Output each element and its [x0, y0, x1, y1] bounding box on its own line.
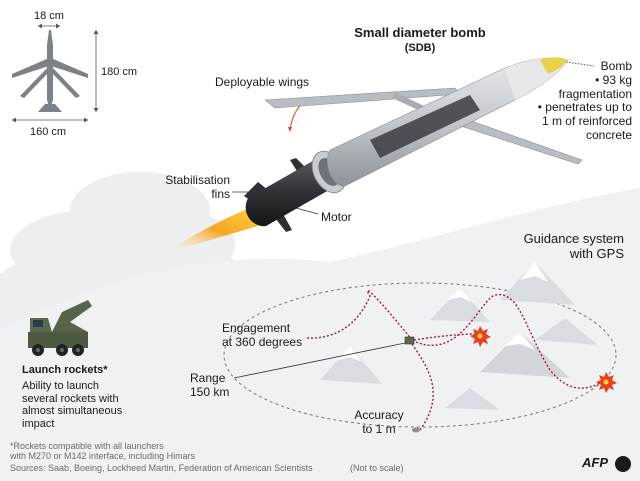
width-label: 160 cm — [30, 126, 67, 138]
bomb-bullet-2: fragmentation — [558, 86, 632, 101]
stabilisation-fins-label: Stabilisation fins — [140, 173, 230, 202]
range-label: Range 150 km — [190, 371, 230, 400]
bomb-illustration — [244, 57, 595, 232]
range-line — [233, 342, 406, 379]
wings-arrow — [289, 105, 301, 131]
engagement-label: Engagement at 360 degrees — [222, 321, 303, 350]
bomb-bullet-1: • 93 kg — [595, 72, 632, 87]
launch-title: Launch rockets* — [22, 364, 108, 376]
sources: Sources: Saab, Boeing, Lockheed Martin, … — [10, 463, 313, 473]
range-ellipse — [223, 282, 617, 428]
bomb-bullet-4: 1 m of reinforced — [541, 114, 632, 129]
footnote-line-2: with M270 or M142 interface, including H… — [10, 451, 196, 462]
deployable-wings-label: Deployable wings — [215, 75, 310, 89]
footnote-line-1: *Rockets compatible with all launchers — [10, 441, 164, 451]
footnote: *Rockets compatible with all launchers w… — [10, 441, 195, 462]
guidance-line-2: with GPS — [569, 245, 624, 261]
range-line-1: Range — [190, 371, 226, 385]
bomb-title: Bomb — [600, 59, 632, 73]
bomb-info: Bomb • 93 kg fragmentation • penetrates … — [500, 59, 632, 143]
subtitle: (SDB) — [404, 42, 436, 54]
exhaust-flame — [160, 208, 258, 255]
launch-desc-4: impact — [22, 417, 55, 430]
target-marker-icon — [404, 336, 415, 345]
impact-point-icon — [412, 427, 420, 433]
afp-logo: AFP — [582, 455, 608, 470]
stabilisation-line-1: Stabilisation — [165, 173, 230, 187]
accuracy-line-2: to 1 m — [362, 421, 396, 436]
engagement-line-1: Engagement — [222, 321, 291, 335]
bomb-bullet-3: • penetrates up to — [537, 100, 632, 115]
range-line-2: 150 km — [190, 384, 230, 399]
afp-logo-circle — [615, 456, 631, 472]
accuracy-line-1: Accuracy — [354, 408, 404, 422]
motor-pointer — [295, 207, 319, 215]
launcher-truck-icon — [28, 300, 92, 356]
explosion-icon-2 — [596, 372, 617, 393]
explosion-icon — [470, 326, 491, 347]
flight-paths — [304, 289, 606, 431]
launch-desc-3: almost simultaneous — [22, 405, 123, 418]
guidance-line-1: Guidance system — [523, 231, 624, 246]
height-label: 180 cm — [101, 66, 138, 78]
bomb-bullet-5: concrete — [585, 127, 632, 142]
not-to-scale: (Not to scale) — [350, 463, 404, 473]
engagement-line-2: at 360 degrees — [222, 334, 303, 349]
motor-label: Motor — [321, 210, 352, 224]
title: Small diameter bomb — [354, 25, 486, 40]
stabilisation-line-2: fins — [211, 186, 230, 201]
launch-desc-2: several rockets with — [22, 392, 119, 405]
launch-desc: Ability to launch several rockets with a… — [22, 380, 122, 431]
launch-desc-1: Ability to launch — [22, 380, 100, 392]
wingspan-label: 18 cm — [34, 10, 64, 22]
guidance-label: Guidance system with GPS — [480, 231, 624, 262]
accuracy-label: Accuracy to 1 m — [344, 408, 414, 437]
dimension-diagram — [12, 23, 99, 123]
